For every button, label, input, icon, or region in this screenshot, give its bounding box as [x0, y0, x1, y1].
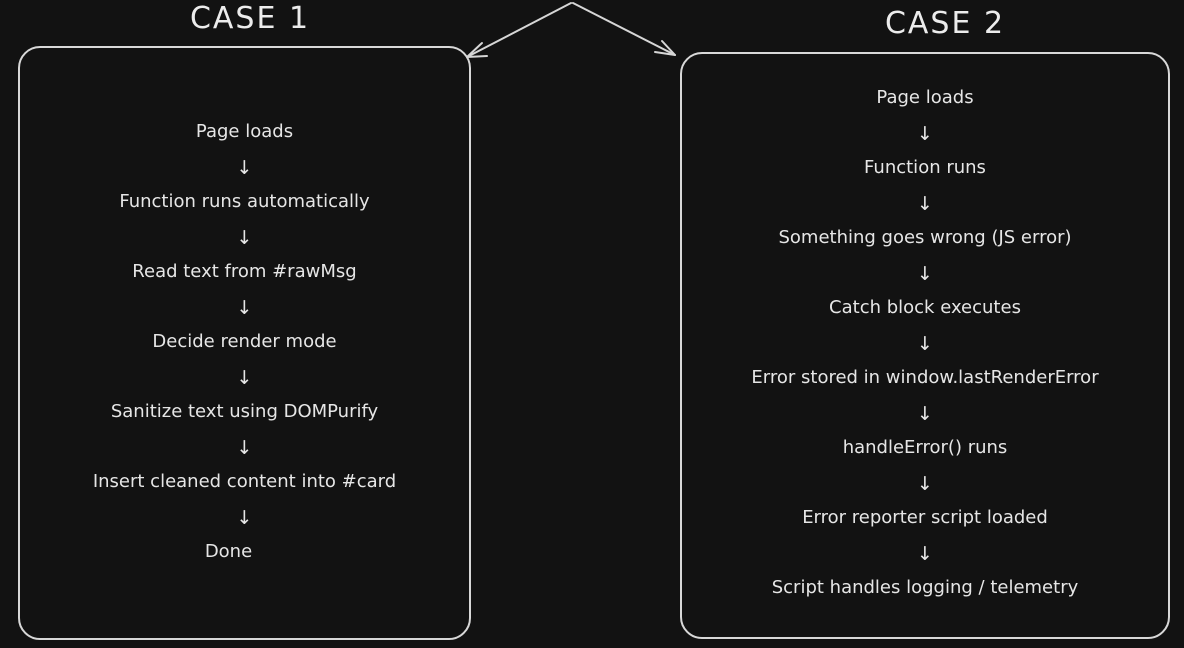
- case-2-step: Something goes wrong (JS error): [778, 227, 1072, 248]
- down-arrow-icon: ↓: [917, 473, 933, 495]
- down-arrow-icon: ↓: [236, 227, 253, 249]
- down-arrow-icon: ↓: [917, 123, 933, 145]
- case-2-step: Script handles logging / telemetry: [771, 577, 1079, 598]
- case-1-step: Read text from #rawMsg: [132, 261, 357, 282]
- case-2-title: CASE 2: [884, 6, 1006, 41]
- case-1-step: Sanitize text using DOMPurify: [110, 401, 379, 422]
- case-1-step: Decide render mode: [152, 331, 337, 352]
- branch-line-left: [466, 2, 572, 58]
- down-arrow-icon: ↓: [236, 157, 253, 179]
- down-arrow-icon: ↓: [917, 543, 933, 565]
- down-arrow-icon: ↓: [917, 403, 933, 425]
- arrowhead-right: [654, 40, 676, 56]
- case-1-step: Insert cleaned content into #card: [92, 471, 397, 492]
- down-arrow-icon: ↓: [236, 507, 253, 529]
- down-arrow-icon: ↓: [236, 367, 253, 389]
- case-2-step: Error reporter script loaded: [802, 507, 1048, 528]
- down-arrow-icon: ↓: [917, 193, 933, 215]
- case-2-step: Catch block executes: [829, 297, 1021, 318]
- case-2-flow: Page loads ↓ Function runs ↓ Something g…: [680, 83, 1170, 608]
- case-2-step: Page loads: [876, 87, 974, 108]
- case-1-box: [18, 46, 471, 640]
- arrowhead-left: [466, 42, 488, 58]
- case-1-title: CASE 1: [189, 1, 311, 36]
- case-1-flow: Page loads ↓ Function runs automatically…: [18, 117, 471, 572]
- case-1-step: Function runs automatically: [119, 191, 370, 212]
- down-arrow-icon: ↓: [917, 263, 933, 285]
- down-arrow-icon: ↓: [236, 297, 253, 319]
- down-arrow-icon: ↓: [236, 437, 253, 459]
- branch-line-right: [572, 2, 676, 56]
- case-2-step: Function runs: [864, 157, 986, 178]
- case-1-step: Done: [204, 541, 253, 562]
- down-arrow-icon: ↓: [917, 333, 933, 355]
- case-2-step: Error stored in window.lastRenderError: [751, 367, 1099, 388]
- case-2-box: [680, 52, 1170, 639]
- case-1-step: Page loads: [195, 121, 294, 142]
- case-2-step: handleError() runs: [842, 437, 1008, 458]
